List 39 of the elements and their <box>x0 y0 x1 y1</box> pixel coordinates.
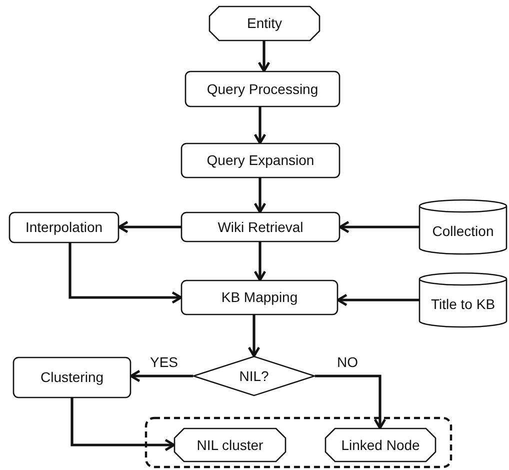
decision-diamond <box>193 356 315 396</box>
arrow <box>130 370 193 382</box>
arrow <box>315 374 386 430</box>
arrow <box>248 315 260 358</box>
node-label: Entity <box>246 15 282 32</box>
node-label: Query Processing <box>206 80 318 98</box>
node-label: Wiki Retrieval <box>218 218 304 236</box>
node-label: Collection <box>432 222 494 240</box>
database-cylinder <box>419 273 507 327</box>
edge-label: YES <box>148 355 180 370</box>
database-cylinder <box>419 200 507 254</box>
arrow <box>254 107 266 144</box>
arrow <box>70 398 176 452</box>
arrow <box>68 243 182 304</box>
edge-label: NO <box>335 355 360 370</box>
terminal-octagon <box>174 428 286 462</box>
process-box <box>13 357 131 398</box>
process-box <box>185 71 340 107</box>
process-box <box>9 212 119 243</box>
node-label: Query Expansion <box>206 152 314 169</box>
arrow <box>118 220 181 234</box>
node-label: NIL? <box>239 368 269 384</box>
process-box <box>181 280 338 315</box>
node-label: Interpolation <box>25 219 103 236</box>
dashed-group-box <box>145 417 452 468</box>
arrow <box>338 220 419 234</box>
node-label: NIL cluster <box>196 436 264 454</box>
node-label: Linked Node <box>341 436 420 454</box>
terminal-octagon <box>325 428 436 462</box>
arrow <box>336 294 419 306</box>
arrow <box>254 242 266 282</box>
node-label: Clustering <box>40 369 104 386</box>
node-label: KB Mapping <box>221 289 298 306</box>
process-box <box>181 212 340 242</box>
node-label: Title to KB <box>430 296 496 312</box>
process-box <box>181 143 340 178</box>
terminal-octagon <box>209 6 320 41</box>
arrow <box>258 41 270 72</box>
arrow <box>254 178 266 214</box>
